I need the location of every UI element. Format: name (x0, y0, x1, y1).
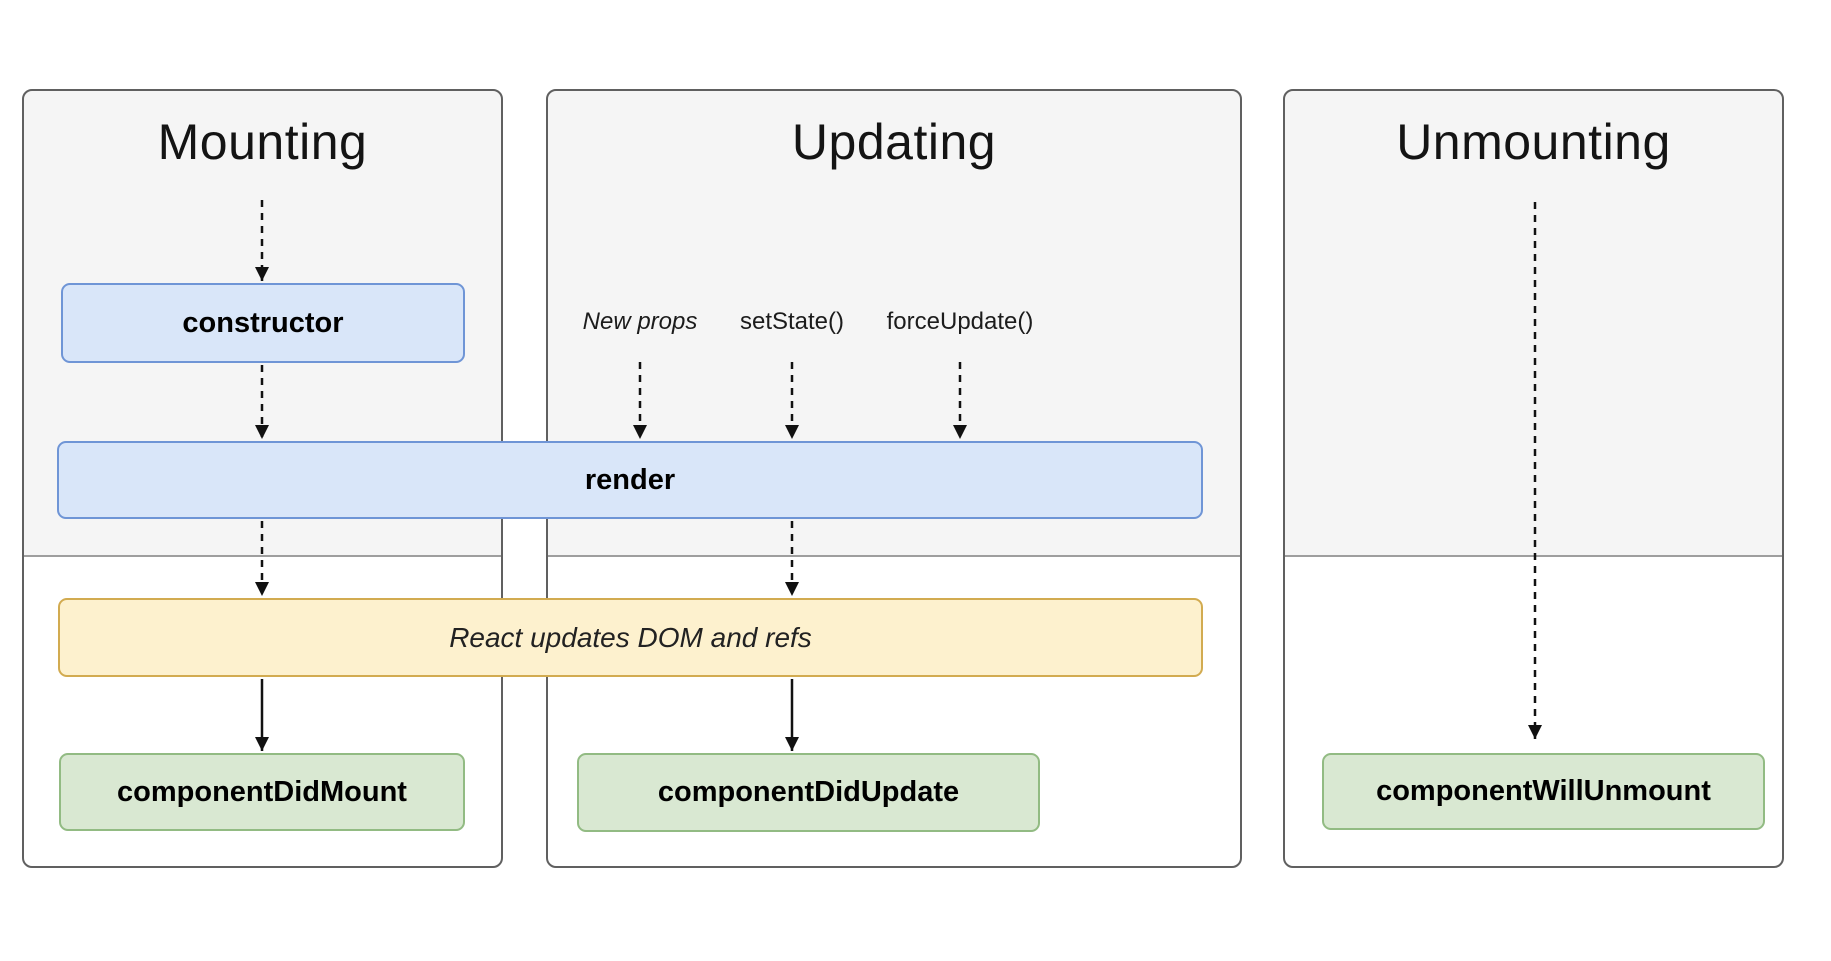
node-component-did-mount[interactable]: componentDidMount (59, 753, 465, 831)
panel-unmounting: Unmounting (1283, 89, 1784, 868)
trigger-label-new-props: New props (582, 308, 698, 335)
panel-title-mounting: Mounting (157, 114, 368, 170)
panel-title-unmounting: Unmounting (1396, 114, 1671, 170)
panel-title-updating: Updating (791, 114, 997, 170)
trigger-label-setstate: setState() (739, 308, 845, 335)
node-render[interactable]: render (57, 441, 1203, 519)
node-component-will-unmount[interactable]: componentWillUnmount (1322, 753, 1765, 830)
trigger-label-forceupdate: forceUpdate() (886, 308, 1034, 335)
node-react-updates-dom-and-refs: React updates DOM and refs (58, 598, 1203, 677)
node-constructor[interactable]: constructor (61, 283, 465, 363)
node-component-did-update[interactable]: componentDidUpdate (577, 753, 1040, 832)
